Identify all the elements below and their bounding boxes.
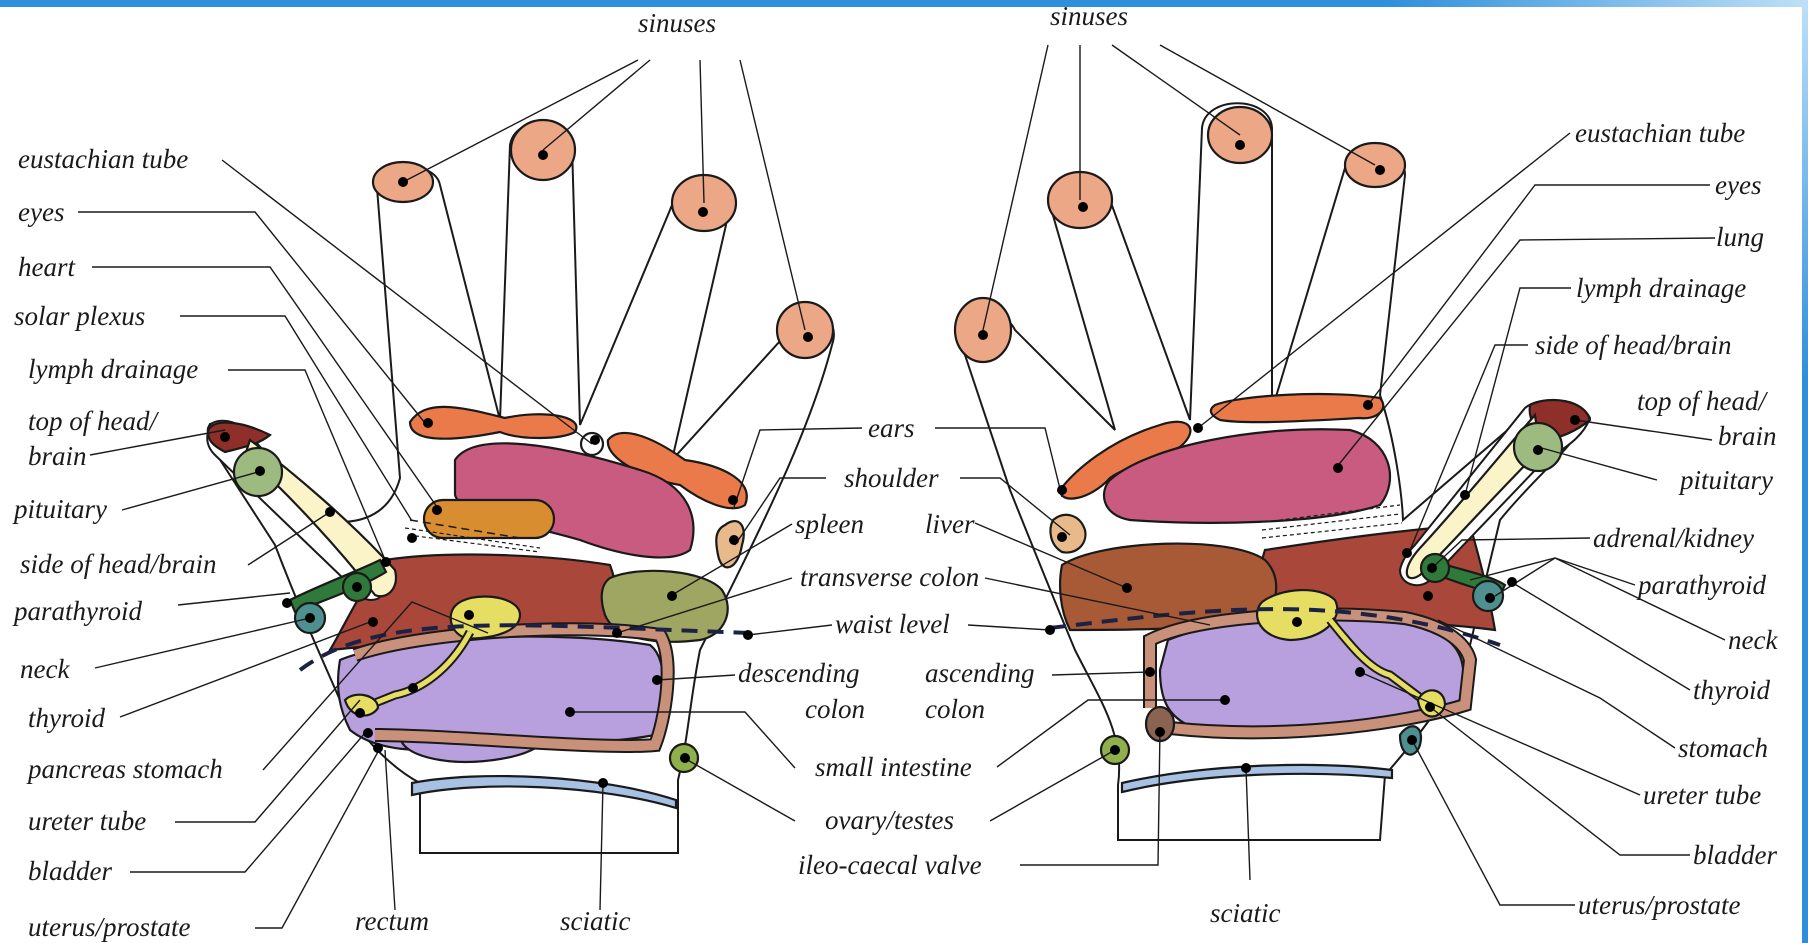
label-ovary-testes: ovary/testes: [825, 805, 954, 835]
right-hand: [955, 103, 1590, 840]
label-left-top-of-head-2: brain: [28, 441, 87, 471]
label-right-thyroid: thyroid: [1693, 675, 1770, 705]
label-left-solar-plexus: solar plexus: [14, 301, 145, 331]
label-right-stomach: stomach: [1678, 733, 1768, 763]
label-left-pancreas-stomach: pancreas stomach: [26, 754, 223, 784]
label-left-sinuses: sinuses: [638, 8, 716, 38]
label-right-side-of-head: side of head/brain: [1535, 330, 1732, 360]
label-right-ureter-tube: ureter tube: [1643, 780, 1761, 810]
label-left-lymph-drainage: lymph drainage: [28, 354, 198, 384]
label-descending-1: descending: [738, 658, 859, 688]
label-right-lung: lung: [1716, 222, 1764, 252]
label-left-neck: neck: [20, 654, 70, 684]
label-right-uterus-prostate: uterus/prostate: [1578, 890, 1741, 920]
label-ileo-caecal-valve: ileo-caecal valve: [798, 850, 982, 880]
label-ascending-1: ascending: [925, 658, 1034, 688]
label-right-eustachian-tube: eustachian tube: [1575, 118, 1745, 148]
label-right-lymph-drainage: lymph drainage: [1576, 273, 1746, 303]
label-right-neck: neck: [1728, 625, 1778, 655]
label-spleen: spleen: [795, 509, 864, 539]
label-left-top-of-head-1: top of head/: [28, 406, 159, 436]
label-right-top-of-head-1: top of head/: [1637, 386, 1768, 416]
label-left-sciatic: sciatic: [560, 906, 630, 936]
label-left-uterus-prostate: uterus/prostate: [28, 912, 191, 942]
label-ascending-2: colon: [925, 694, 985, 724]
label-transverse-colon: transverse colon: [800, 562, 979, 592]
left-hand: [207, 120, 834, 853]
label-right-sciatic: sciatic: [1210, 898, 1280, 928]
label-descending-2: colon: [805, 694, 865, 724]
label-left-parathyroid: parathyroid: [12, 596, 142, 626]
label-right-parathyroid: parathyroid: [1636, 570, 1766, 600]
label-left-eyes: eyes: [18, 197, 64, 227]
label-left-ureter-tube: ureter tube: [28, 806, 146, 836]
label-right-pituitary: pituitary: [1678, 465, 1773, 495]
label-right-adrenal-kidney: adrenal/kidney: [1593, 523, 1754, 553]
label-left-bladder: bladder: [28, 856, 112, 886]
label-right-top-of-head-2: brain: [1718, 421, 1777, 451]
label-left-thyroid: thyroid: [28, 703, 105, 733]
label-right-sinuses: sinuses: [1050, 1, 1128, 31]
label-right-eyes: eyes: [1715, 170, 1761, 200]
label-waist-level: waist level: [835, 609, 950, 639]
label-left-rectum: rectum: [355, 906, 429, 936]
label-right-bladder: bladder: [1693, 840, 1777, 870]
label-left-pituitary: pituitary: [12, 494, 107, 524]
label-ears: ears: [868, 413, 915, 443]
label-liver: liver: [925, 509, 975, 539]
label-shoulder: shoulder: [844, 463, 939, 493]
label-left-heart: heart: [18, 252, 76, 282]
label-left-side-of-head: side of head/brain: [20, 549, 217, 579]
center-labels: ears shoulder spleen liver transverse co…: [738, 413, 1034, 880]
label-small-intestine: small intestine: [815, 752, 972, 782]
label-left-eustachian-tube: eustachian tube: [18, 144, 188, 174]
